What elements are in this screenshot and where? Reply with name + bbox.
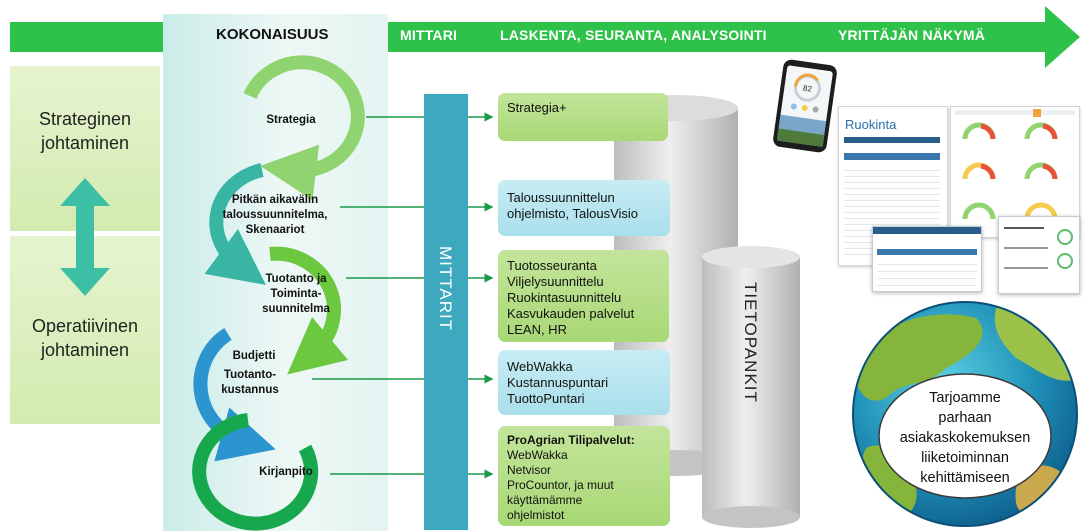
stage-taloussuunnitelma: Pitkän aikavälin taloussuunnitelma, Sken… [222,194,328,236]
stage-kirjanpito: Kirjanpito [259,466,313,478]
tool-strategia-plus: Strategia+ [498,93,668,141]
globe-image [852,301,1078,527]
cycle-arc-talous [204,163,267,285]
globe-message: Tarjoamme parhaan asiakaskokemuksen liik… [899,390,1031,486]
tool-tilipalvelut: ProAgrian Tilipalvelut: WebWakka Netviso… [498,426,670,526]
strategic-label-line2: johtaminen [40,133,130,153]
operative-label-line2: johtaminen [40,340,130,360]
header-yrittajan-nakyma: YRITTÄJÄN NÄKYMÄ [838,27,986,43]
header-arrow [10,6,1080,68]
svg-text:82: 82 [802,84,813,94]
operative-label-line1: Operatiivinen [31,316,139,336]
tool-talousvisio: Taloussuunnittelun ohjelmisto, TalousVis… [498,180,670,236]
mittarit-bar [424,94,468,530]
dashboard-side-panel [998,216,1080,294]
header-laskenta: LASKENTA, SEURANTA, ANALYSOINTI [500,27,767,43]
cycle-arc-tuotanto [269,246,349,375]
strategic-label-line1: Strateginen [38,109,132,129]
tool-tuotosseuranta: Tuotosseuranta Viljelysuunnittelu Ruokin… [498,250,669,342]
cycle-arc-kirjanpito [192,413,319,531]
stage-toimintasuunnitelma: Tuotanto ja Toiminta- suunnitelma [262,273,330,315]
tool-webwakka: WebWakka Kustannuspuntari TuottoPuntari [498,350,670,415]
double-arrow-icon [60,178,110,296]
dashboard-title: Ruokinta [845,117,897,132]
stage-strategia: Strategia [266,114,316,126]
cycle-arc-strategia [243,55,365,201]
phone-image: 82 [773,59,837,153]
tietopankit-label: TIETOPANKIT [741,282,760,403]
kokonaisuus-title: KOKONAISUUS [216,26,329,43]
dashboard-screenshot: Ruokinta [838,106,1080,294]
stage-budjetti: Budjetti [232,350,276,362]
dashboard-detail-panel [872,226,982,292]
mittarit-label: MITTARIT [436,246,455,332]
header-mittari: MITTARI [400,27,458,43]
stage-tuotantokustannus: Tuotanto- kustannus [221,369,279,396]
